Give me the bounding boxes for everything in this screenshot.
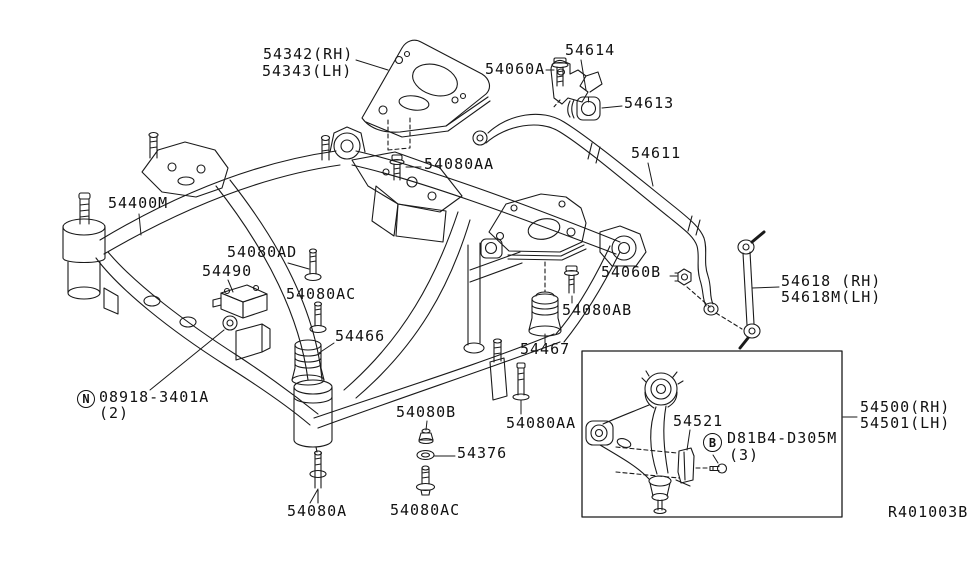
circled-n-symbol: N (77, 390, 95, 408)
part-label-54611: 54611 (631, 144, 682, 162)
part-label-54080a: 54080A (287, 502, 348, 520)
part-label-54080ac-mid: 54080AC (286, 285, 357, 303)
center-mount-cylinder (293, 379, 333, 453)
part-label-54080aa-top: 54080AA (424, 155, 495, 173)
part-label-54467: 54467 (520, 340, 571, 358)
bolt-54080ac-bot-icon (415, 465, 436, 496)
bolt-54060a-icon (551, 57, 569, 87)
bolt-54080ad-icon (304, 248, 322, 282)
part-label-54342-rh: 54342(RH) (263, 45, 354, 63)
part-label-54466: 54466 (335, 327, 386, 345)
part-label-d81b4-d305m: D81B4-D305M (727, 429, 838, 447)
part-label-54614: 54614 (565, 41, 616, 59)
connecting-rod-54618-icon (737, 230, 766, 350)
part-label-54080ac-bot: 54080AC (390, 501, 461, 519)
bolt-54080aa-top-icon (389, 154, 405, 181)
right-pillar-icon (463, 242, 523, 401)
control-arm-inset (581, 350, 843, 518)
body-mount-left-icon (62, 192, 106, 300)
nut-54060b-icon (674, 268, 692, 286)
center-bracket-cluster (351, 151, 463, 243)
bracket-54490-icon (212, 284, 271, 361)
part-label-54080ab: 54080AB (562, 301, 633, 319)
bolt-54080ac-mid-icon (309, 301, 327, 334)
part-label-54080aa-bot: 54080AA (506, 414, 577, 432)
part-label-54060b: 54060B (601, 263, 662, 281)
bolt-54080aa-bot-icon (512, 362, 530, 401)
part-label-54613: 54613 (624, 94, 675, 112)
washer-54376-icon (416, 449, 435, 461)
part-label-54521: 54521 (673, 412, 724, 430)
qty-label-b: (3) (729, 446, 760, 464)
bracket-54521-icon (675, 447, 695, 487)
rear-stay-plate (480, 193, 587, 293)
circled-b-symbol: B (703, 433, 722, 452)
part-label-54376: 54376 (457, 444, 508, 462)
part-label-54490: 54490 (202, 262, 253, 280)
rear-right-mount-icon (599, 225, 647, 267)
part-label-54501-lh: 54501(LH) (860, 414, 951, 432)
insulator-54467-icon (528, 291, 562, 337)
part-label-54080ad: 54080AD (227, 243, 298, 261)
bolt-54080a-icon (309, 450, 327, 504)
part-label-54500-rh: 54500(RH) (860, 398, 951, 416)
gusset-plate-drawing (361, 39, 491, 151)
part-label-54618-rh: 54618 (RH) (781, 272, 882, 290)
bolt-54080ab-icon (563, 265, 580, 294)
insulator-54466-icon (291, 339, 325, 386)
part-label-54080b: 54080B (396, 403, 457, 421)
part-label-54400m: 54400M (108, 194, 169, 212)
bolt-d81b4-icon (709, 463, 728, 474)
part-label-54060a: 54060A (485, 60, 546, 78)
stabilizer-bushing-54613-icon (567, 96, 601, 121)
nut-54080b-icon (418, 428, 434, 445)
front-center-mount-icon (320, 126, 366, 161)
part-label-08918-3401a: 08918-3401A (99, 388, 210, 406)
part-label-54343-lh: 54343(LH) (262, 62, 353, 80)
drawing-ref-code: R401003B (888, 503, 969, 521)
qty-label-n: (2) (99, 404, 130, 422)
leader-lines (138, 59, 858, 504)
suspension-member-drawing (62, 126, 647, 453)
front-left-tower-icon (141, 131, 229, 198)
part-label-54618m-lh: 54618M(LH) (781, 288, 882, 306)
stabilizer-bar-drawing (472, 113, 743, 330)
